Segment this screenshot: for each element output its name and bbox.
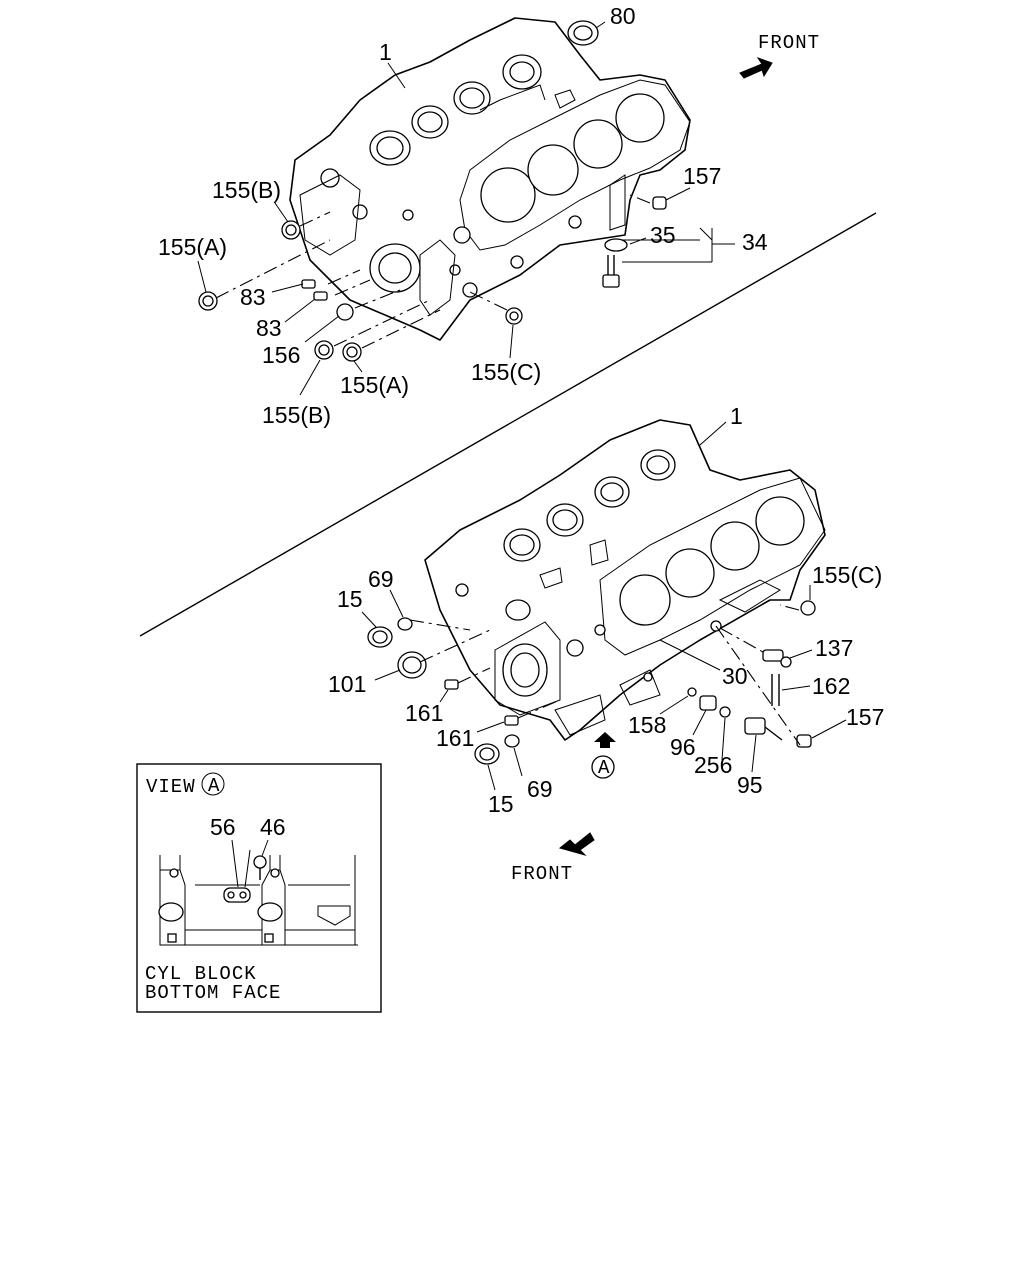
callout-80: 80 bbox=[610, 3, 636, 29]
callout-162: 162 bbox=[812, 673, 850, 699]
section-divider-line bbox=[139, 212, 877, 637]
view-caption-line-1: CYL BLOCK bbox=[145, 963, 257, 985]
callout-157-bottom: 157 bbox=[846, 704, 884, 730]
callout-161-a: 161 bbox=[405, 700, 443, 726]
callout-35: 35 bbox=[650, 222, 676, 248]
callout-155b-top: 155(B) bbox=[212, 177, 281, 203]
lower-cylinder-block bbox=[424, 419, 826, 741]
front-label-bottom: FRONT bbox=[511, 863, 573, 885]
callout-69-bottom: 69 bbox=[527, 776, 553, 802]
view-a-title-circle-letter: A bbox=[208, 775, 220, 797]
callout-95: 95 bbox=[737, 772, 763, 798]
callout-30: 30 bbox=[722, 663, 748, 689]
callout-83-b: 83 bbox=[256, 315, 282, 341]
view-a-arrow bbox=[591, 732, 616, 779]
view-caption-line-2: BOTTOM FACE bbox=[145, 982, 281, 1004]
view-a-inset bbox=[136, 763, 382, 1013]
callout-69-top: 69 bbox=[368, 566, 394, 592]
callout-1-top: 1 bbox=[379, 39, 392, 65]
callout-96: 96 bbox=[670, 734, 696, 760]
callout-157-top: 157 bbox=[683, 163, 721, 189]
callout-155c-bottom: 155(C) bbox=[812, 562, 882, 588]
upper-loose-parts bbox=[198, 194, 667, 362]
view-a-title: VIEW bbox=[146, 776, 196, 798]
callout-101: 101 bbox=[328, 671, 366, 697]
upper-cylinder-block bbox=[289, 17, 691, 341]
callout-155b-lower: 155(B) bbox=[262, 402, 331, 428]
lower-leader-lines bbox=[361, 421, 847, 791]
callout-46: 46 bbox=[260, 814, 286, 840]
callout-156: 156 bbox=[262, 342, 300, 368]
callout-155c-top: 155(C) bbox=[471, 359, 541, 385]
callout-56: 56 bbox=[210, 814, 236, 840]
callout-155a-lower: 155(A) bbox=[340, 372, 409, 398]
callout-137: 137 bbox=[815, 635, 853, 661]
callout-256: 256 bbox=[694, 752, 732, 778]
callout-labels: 1 80 FRONT 157 35 34 155(B) 155(A) 83 83… bbox=[145, 3, 884, 1004]
callout-1-bottom: 1 bbox=[730, 403, 743, 429]
front-arrow-top bbox=[739, 57, 773, 79]
callout-155a-left: 155(A) bbox=[158, 234, 227, 260]
callout-15-bottom: 15 bbox=[488, 791, 514, 817]
callout-15-top: 15 bbox=[337, 586, 363, 612]
view-a-marker-letter: A bbox=[598, 757, 610, 779]
callout-158: 158 bbox=[628, 712, 666, 738]
callout-34: 34 bbox=[742, 229, 768, 255]
front-arrow-bottom bbox=[558, 832, 595, 856]
front-label-top: FRONT bbox=[758, 32, 820, 54]
callout-83-a: 83 bbox=[240, 284, 266, 310]
callout-161-b: 161 bbox=[436, 725, 474, 751]
lower-loose-parts bbox=[367, 600, 816, 765]
upper-leader-lines bbox=[197, 21, 735, 396]
